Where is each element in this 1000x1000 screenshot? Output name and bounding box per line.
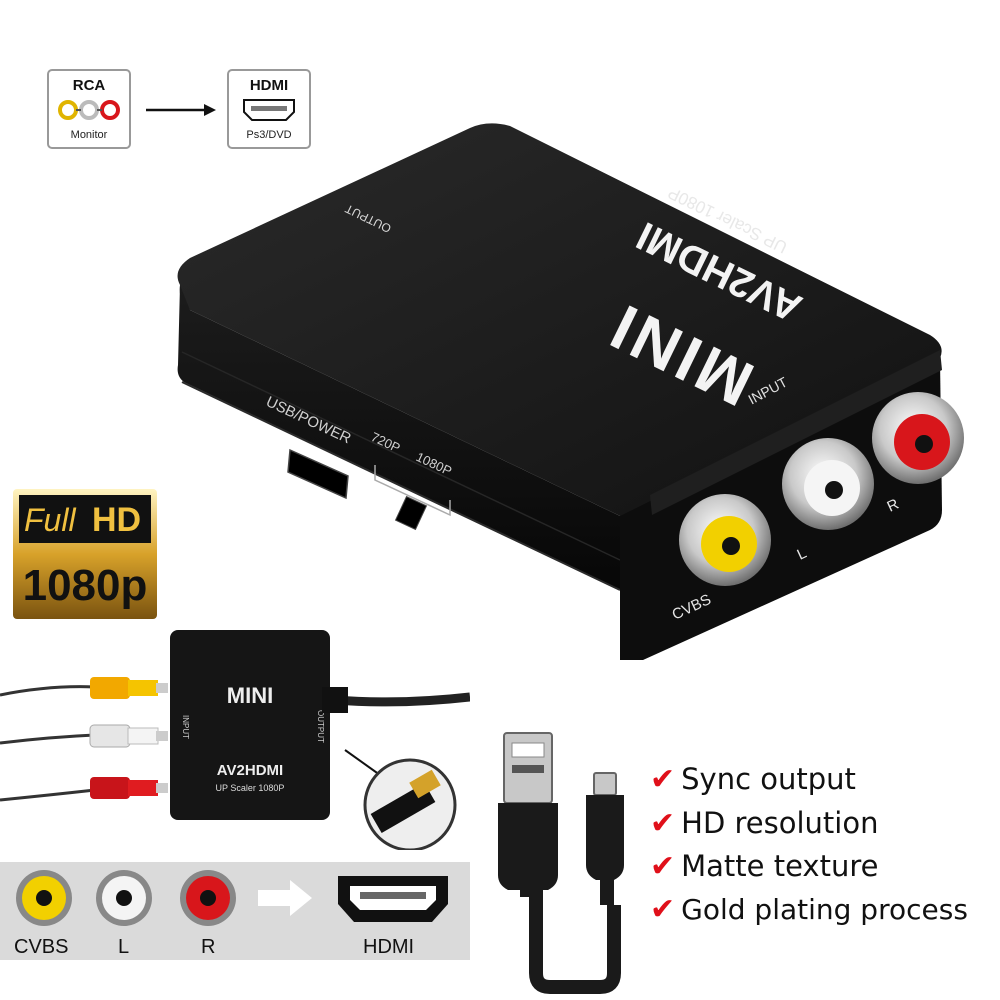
checkmark-icon: ✔ [650,806,676,841]
rca-port-l [782,438,874,530]
feature-item: ✔Sync output [650,762,856,797]
checkmark-icon: ✔ [650,849,676,884]
rca-red-icon [100,100,120,120]
badge-1080p: 1080p [23,561,148,610]
port-mapping-strip: CVBS L R HDMI [0,862,470,960]
rca-plug-yellow [90,677,168,699]
rca-port-r [872,392,964,484]
usb-a-housing [498,803,558,890]
device-left-face [177,285,620,590]
small-hdmi-plug [322,687,348,713]
arrow-right-icon [204,104,216,116]
mini-usb-housing [586,795,624,880]
mini-usb-connector-icon [593,772,617,796]
rca-title: RCA [73,77,106,94]
rca-white-icon [79,100,99,120]
feature-item: ✔HD resolution [650,806,879,841]
checkmark-icon: ✔ [650,892,676,927]
small-device-brand: MINI [227,683,273,708]
device-top-face [177,123,942,519]
resolution-switch[interactable] [394,495,428,531]
strip-rca-yellow-icon [16,870,72,926]
full-hd-badge: Full HD 1080p [12,488,158,620]
small-device-body [170,630,330,820]
feature-item: ✔Matte texture [650,849,879,884]
usb-port-icon [287,448,349,500]
strip-hdmi-label: HDMI [363,936,415,958]
hdmi-title: HDMI [250,77,288,94]
badge-top-panel [19,495,151,543]
checkmark-icon: ✔ [650,762,676,797]
rca-port-cvbs [679,494,771,586]
strip-rca-red-icon [180,870,236,926]
feature-item: ✔Gold plating process [650,892,968,927]
device-right-face [620,358,942,665]
rca-yellow-icon [58,100,78,120]
strip-arrow-icon [258,880,312,916]
product-with-cables: MINI AV2HDMI UP Scaler 1080P INPUT OUTPU… [0,625,471,852]
badge-full: Full [24,502,76,538]
small-device-model: AV2HDMI [217,762,283,779]
hdmi-caption: Ps3/DVD [246,129,291,141]
rca-caption: Monitor [71,129,108,141]
rca-plug-red [90,777,168,799]
gold-hdmi-connector-icon [409,769,441,799]
converter-device: MINI AV2HDMI UP Scaler 1080P OUTPUT INPU… [170,120,970,665]
rca-plug-white [89,724,168,748]
strip-r-label: R [201,936,216,958]
small-device-output-label: OUTPUT [316,710,325,743]
strip-cvbs-label: CVBS [14,936,69,958]
strip-rca-white-icon [96,870,152,926]
rca-to-hdmi-diagram: RCA Monitor HDMI Ps3/DVD [47,69,311,149]
small-device-subtitle: UP Scaler 1080P [216,783,285,793]
strip-l-label: L [118,936,130,958]
usb-cable [490,725,640,995]
badge-hd: HD [92,501,141,539]
converter-device-graphic: MINI AV2HDMI UP Scaler 1080P OUTPUT INPU… [177,123,964,665]
conversion-icon: RCA Monitor HDMI Ps3/DVD [46,68,316,152]
small-device-input-label: INPUT [181,715,190,739]
